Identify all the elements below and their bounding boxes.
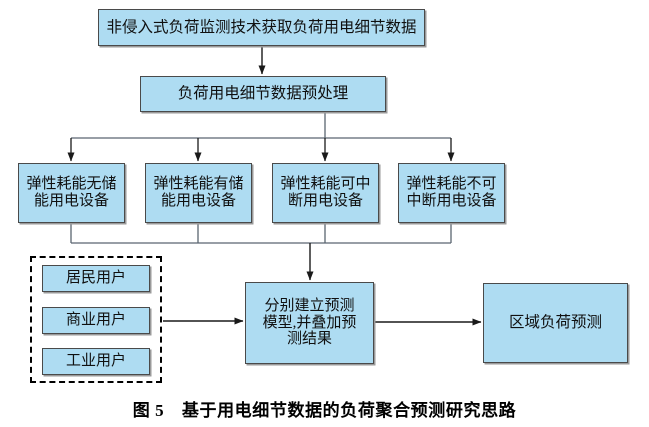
figure-caption: 图 5 基于用电细节数据的负荷聚合预测研究思路 [132,401,517,420]
node-device-1-label: 弹性耗能无储 能用电设备 [19,176,124,210]
node-user-commercial: 商业用户 [42,307,150,334]
node-model-label: 分别建立预测 模型,并叠加预 测结果 [246,298,373,348]
node-device-1-line-1: 弹性耗能无储 [26,176,117,193]
node-preprocess-label: 负荷用电细节数据预处理 [177,85,349,103]
node-build-forecast-models: 分别建立预测 模型,并叠加预 测结果 [245,282,374,364]
node-user-1-label: 居民用户 [65,270,126,287]
node-preprocess-data: 负荷用电细节数据预处理 [140,76,386,112]
node-device-4-line-2: 中断用电设备 [406,193,497,209]
node-acquire-label: 非侵入式负荷监测技术获取负荷用电细节数据 [106,18,417,36]
node-model-line-2: 模型,并叠加预 [262,314,357,331]
node-user-residential: 居民用户 [42,265,150,292]
node-device-elastic-interruptible: 弹性耗能可中 断用电设备 [272,163,379,223]
node-device-elastic-with-storage: 弹性耗能有储 能用电设备 [145,163,252,223]
node-device-4-line-1: 弹性耗能不可 [406,176,497,193]
user-group-dashed-boundary [30,256,162,383]
node-device-1-line-2: 能用电设备 [33,193,109,209]
node-acquire-data: 非侵入式负荷监测技术获取负荷用电细节数据 [98,9,425,46]
node-device-4-label: 弹性耗能不可 中断用电设备 [399,176,504,210]
node-user-industrial: 工业用户 [42,348,150,375]
node-device-2-line-1: 弹性耗能有储 [153,176,244,193]
node-device-3-line-2: 断用电设备 [287,193,363,209]
node-device-2-label: 弹性耗能有储 能用电设备 [146,176,251,210]
node-device-2-line-2: 能用电设备 [160,193,236,209]
node-model-line-3: 测结果 [286,331,332,348]
node-model-line-1: 分别建立预测 [264,297,355,314]
node-device-3-label: 弹性耗能可中 断用电设备 [273,176,378,210]
node-regional-label: 区域负荷预测 [508,314,602,332]
node-device-elastic-non-interruptible: 弹性耗能不可 中断用电设备 [398,163,505,223]
node-device-elastic-no-storage: 弹性耗能无储 能用电设备 [18,163,125,223]
node-user-2-label: 商业用户 [65,312,126,329]
node-device-3-line-1: 弹性耗能可中 [280,176,371,193]
node-regional-load-forecast: 区域负荷预测 [483,283,628,363]
node-user-3-label: 工业用户 [65,353,126,370]
